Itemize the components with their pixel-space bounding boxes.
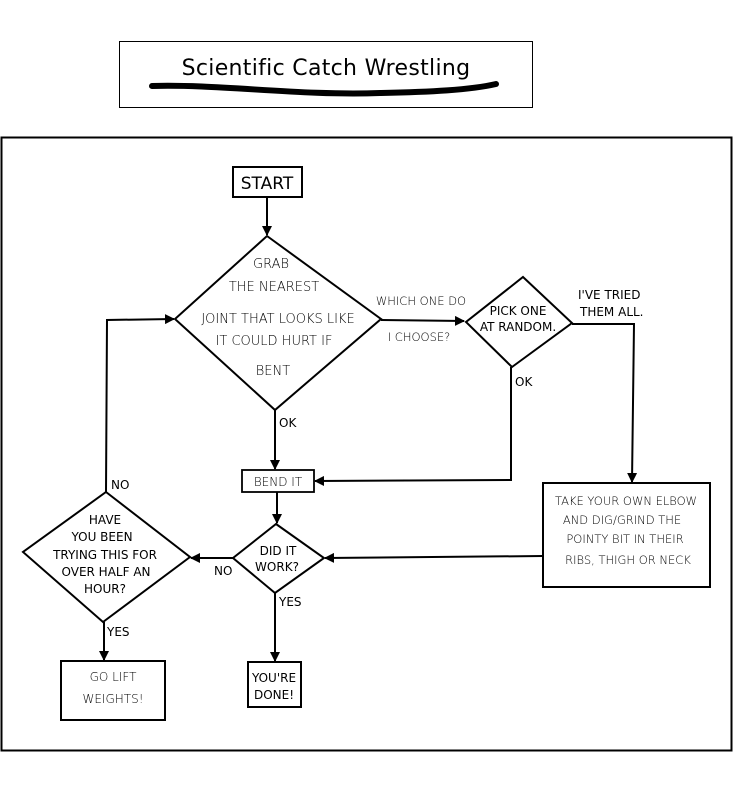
- grab-line-5: BENT: [256, 364, 290, 379]
- grab-line-4: IT COULD HURT IF: [216, 334, 333, 349]
- yes-label-work: YES: [278, 595, 302, 609]
- yes-label-half: YES: [106, 625, 130, 639]
- did-it-work-diamond: DID IT WORK?: [231, 522, 326, 595]
- elbow-node: TAKE YOUR OWN ELBOW AND DIG/GRIND THE PO…: [542, 482, 711, 588]
- no-label-half: NO: [111, 478, 129, 492]
- work-line-2: WORK?: [255, 560, 299, 574]
- which-label-2: I CHOOSE?: [388, 330, 451, 344]
- ok-label-grab: OK: [279, 416, 297, 430]
- bend-it-label: BEND IT: [254, 475, 303, 489]
- halfhour-line-1: HAVE: [89, 513, 121, 527]
- done-line-2: DONE!: [254, 688, 294, 702]
- half-hour-diamond: HAVE YOU BEEN TRYING THIS FOR OVER HALF …: [21, 490, 192, 624]
- which-label-1: WHICH ONE DO: [376, 294, 466, 308]
- grab-line-2: THE NEAREST: [229, 280, 319, 295]
- grab-line-3: JOINT THAT LOOKS LIKE: [201, 312, 354, 327]
- page-title: Scientific Catch Wrestling: [181, 56, 471, 81]
- pick-line-1: PICK ONE: [490, 304, 547, 318]
- elbow-line-4: RIBS, THIGH OR NECK: [565, 553, 691, 567]
- edge-pick-elbow: [572, 323, 638, 483]
- elbow-line-2: AND DIG/GRIND THE: [563, 513, 681, 527]
- tried-label-2: THEM ALL.: [579, 305, 644, 319]
- tried-label-1: I'VE TRIED: [578, 288, 640, 302]
- title-box: Scientific Catch Wrestling: [119, 41, 533, 108]
- halfhour-line-5: HOUR?: [84, 582, 126, 596]
- halfhour-line-3: TRYING THIS FOR: [52, 548, 157, 562]
- done-node: YOU'RE DONE!: [247, 661, 302, 708]
- work-line-1: DID IT: [260, 544, 297, 558]
- grab-joint-diamond: GRAB THE NEAREST JOINT THAT LOOKS LIKE I…: [173, 234, 383, 412]
- done-line-1: YOU'RE: [251, 671, 296, 685]
- ok-label-pick: OK: [515, 375, 533, 389]
- panel-frame: [0, 136, 733, 752]
- title-underline: [149, 81, 499, 97]
- start-label: START: [241, 174, 294, 194]
- lift-line-2: WEIGHTS!: [82, 692, 143, 706]
- start-node: START: [232, 166, 303, 198]
- edge-elbow-work: [324, 552, 544, 563]
- pick-line-2: AT RANDOM.: [480, 320, 556, 334]
- no-label-work: NO: [214, 564, 232, 578]
- edge-pick-bend: [314, 367, 512, 486]
- bend-it-node: BEND IT: [241, 469, 315, 493]
- grab-line-1: GRAB: [253, 257, 289, 272]
- halfhour-line-2: YOU BEEN: [70, 530, 132, 544]
- halfhour-line-4: OVER HALF AN: [62, 565, 151, 579]
- elbow-line-1: TAKE YOUR OWN ELBOW: [555, 494, 697, 508]
- elbow-line-3: POINTY BIT IN THEIR: [566, 532, 683, 546]
- edge-halfhour-grab: [105, 314, 175, 493]
- lift-weights-node: GO LIFT WEIGHTS!: [60, 660, 166, 721]
- lift-line-1: GO LIFT: [90, 670, 137, 684]
- edge-grab-pick: [380, 315, 465, 326]
- pick-random-diamond: PICK ONE AT RANDOM.: [464, 275, 574, 369]
